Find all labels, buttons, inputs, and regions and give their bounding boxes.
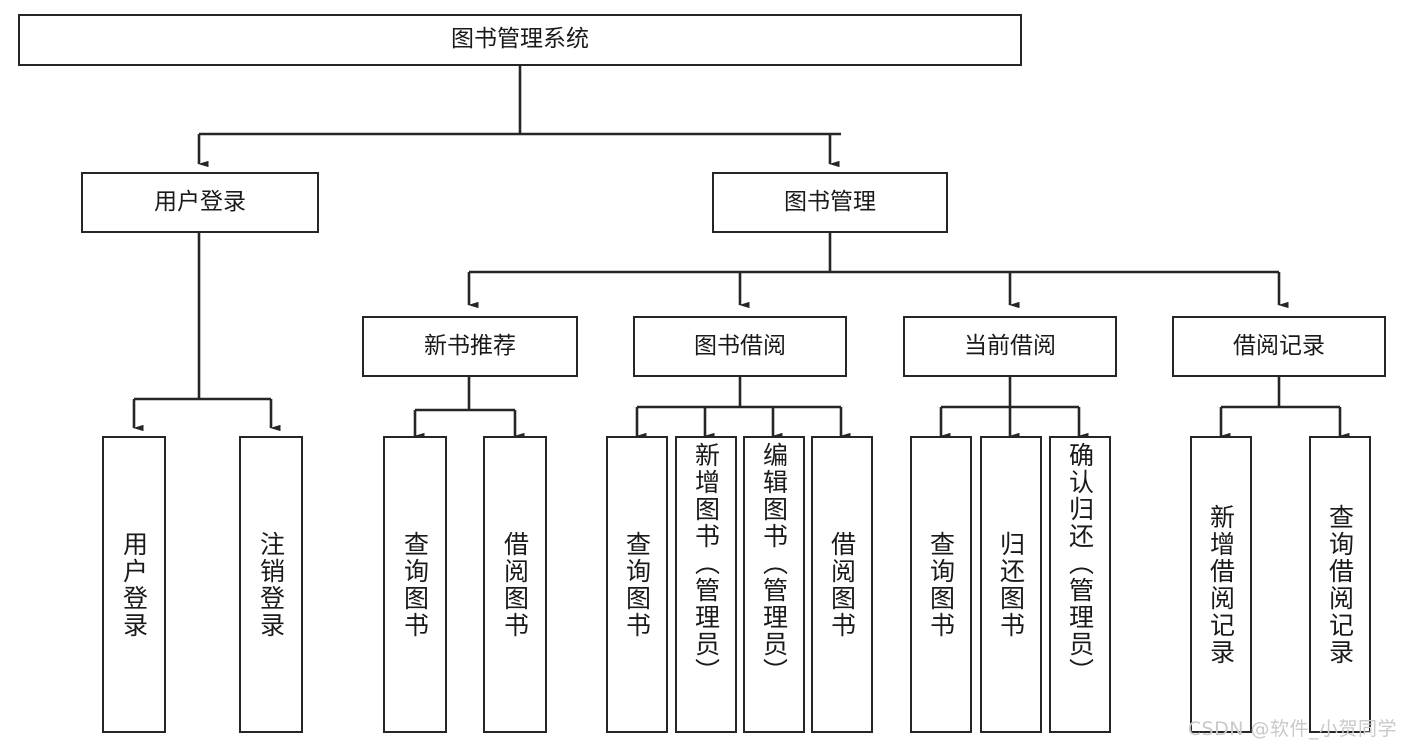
- leaf-user-login[interactable]: 用户登录: [102, 436, 166, 733]
- node-root-system[interactable]: 图书管理系统: [18, 14, 1022, 66]
- csdn-watermark: CSDN @软件_小贺同学: [1187, 718, 1397, 740]
- node-label: 查询借阅记录: [1325, 503, 1355, 666]
- node-label: 借阅图书: [500, 530, 530, 639]
- node-label: 查询图书: [622, 530, 652, 639]
- leaf-borrow-book-recommend[interactable]: 借阅图书: [483, 436, 547, 733]
- node-label: 图书管理系统: [451, 26, 589, 53]
- leaf-logout[interactable]: 注销登录: [239, 436, 303, 733]
- leaf-add-book-admin[interactable]: 新增图书（管理员）: [675, 436, 737, 733]
- node-book-borrow[interactable]: 图书借阅: [633, 316, 847, 377]
- leaf-query-book-borrow[interactable]: 查询图书: [606, 436, 668, 733]
- node-label: 确认归还（管理员）: [1065, 442, 1095, 685]
- node-label: 注销登录: [256, 530, 286, 639]
- node-user-login[interactable]: 用户登录: [81, 172, 319, 233]
- node-label: 借阅记录: [1233, 332, 1325, 359]
- node-label: 图书管理: [784, 188, 876, 215]
- leaf-edit-book-admin[interactable]: 编辑图书（管理员）: [743, 436, 805, 733]
- node-borrow-record[interactable]: 借阅记录: [1172, 316, 1386, 377]
- node-book-management[interactable]: 图书管理: [712, 172, 948, 233]
- leaf-query-borrow-record[interactable]: 查询借阅记录: [1309, 436, 1371, 733]
- leaf-add-borrow-record[interactable]: 新增借阅记录: [1190, 436, 1252, 733]
- node-new-book-recommend[interactable]: 新书推荐: [362, 316, 578, 377]
- leaf-borrow-book[interactable]: 借阅图书: [811, 436, 873, 733]
- node-label: 图书借阅: [694, 332, 786, 359]
- node-label: 用户登录: [154, 188, 246, 215]
- leaf-confirm-return-admin[interactable]: 确认归还（管理员）: [1049, 436, 1111, 733]
- leaf-query-book-current[interactable]: 查询图书: [910, 436, 972, 733]
- node-label: 借阅图书: [827, 530, 857, 639]
- node-label: 用户登录: [119, 530, 149, 639]
- node-label: 当前借阅: [964, 332, 1056, 359]
- leaf-query-book-recommend[interactable]: 查询图书: [383, 436, 447, 733]
- node-label: 新增借阅记录: [1206, 503, 1236, 666]
- node-label: 编辑图书（管理员）: [759, 442, 789, 685]
- node-label: 新增图书（管理员）: [691, 442, 721, 685]
- node-label: 查询图书: [400, 530, 430, 639]
- node-label: 新书推荐: [424, 332, 516, 359]
- node-label: 归还图书: [996, 530, 1026, 639]
- node-label: 查询图书: [926, 530, 956, 639]
- node-current-borrow[interactable]: 当前借阅: [903, 316, 1117, 377]
- leaf-return-book[interactable]: 归还图书: [980, 436, 1042, 733]
